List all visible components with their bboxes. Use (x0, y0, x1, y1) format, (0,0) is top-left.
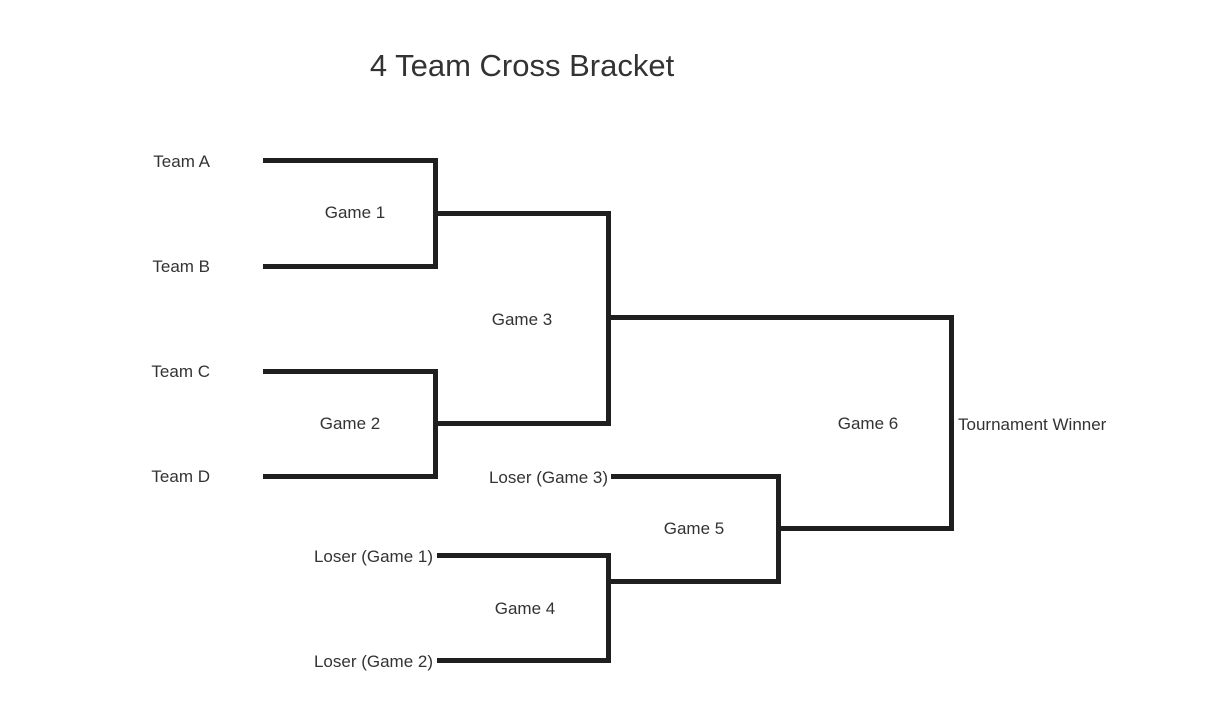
tournament-winner-label: Tournament Winner (958, 415, 1107, 434)
game-5-label: Game 5 (663, 519, 725, 538)
team-c-line (263, 369, 437, 374)
game-2-winner-line (433, 421, 611, 426)
team-b-label: Team B (152, 257, 210, 276)
game-3-label: Game 3 (491, 310, 553, 329)
team-c-label: Team C (151, 362, 210, 381)
game-4-winner-line (606, 579, 781, 584)
loser-game-3-label: Loser (Game 3) (488, 468, 608, 487)
page-title: 4 Team Cross Bracket (369, 48, 675, 83)
loser-game-1-line (437, 553, 611, 558)
game-4-spine (606, 553, 611, 663)
game-2-label: Game 2 (319, 414, 381, 433)
game-1-label: Game 1 (324, 203, 386, 222)
team-a-line (263, 158, 437, 163)
team-d-label: Team D (151, 467, 210, 486)
team-a-label: Team A (153, 152, 210, 171)
loser-game-2-line (437, 658, 611, 663)
game-4-label: Game 4 (494, 599, 556, 618)
game-6-label: Game 6 (837, 414, 899, 433)
game-6-spine (949, 315, 954, 531)
team-b-line (263, 264, 437, 269)
game-3-winner-line (606, 315, 954, 320)
team-d-line (263, 474, 437, 479)
loser-game-3-line (611, 474, 781, 479)
loser-game-2-label: Loser (Game 2) (313, 652, 433, 671)
game-1-winner-line (433, 211, 611, 216)
loser-game-1-label: Loser (Game 1) (313, 547, 433, 566)
game-5-winner-line (776, 526, 954, 531)
